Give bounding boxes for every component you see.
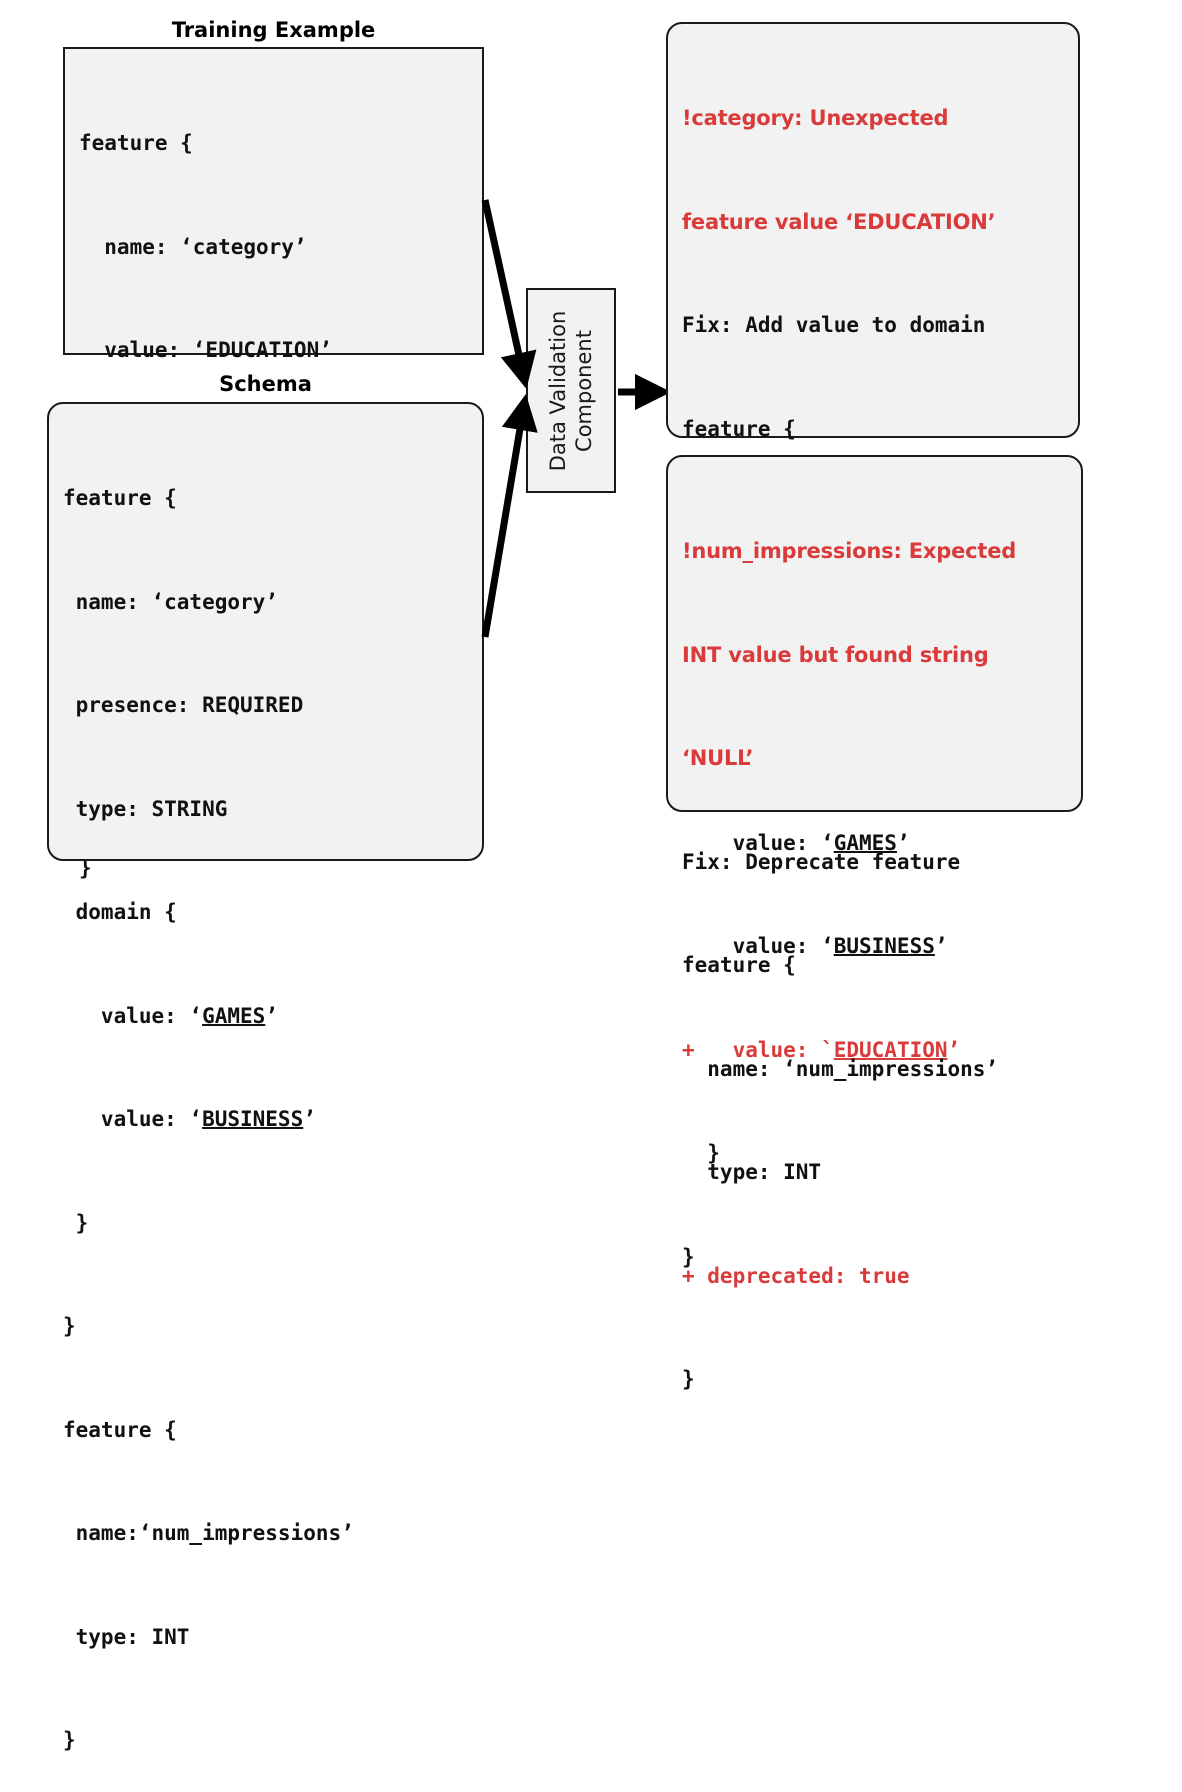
code-line: type: INT [63, 1624, 190, 1649]
code-line-domain-value-games: value: ‘GAMES’ [682, 830, 910, 855]
code-line: } [682, 1367, 695, 1391]
code-line: domain { [63, 900, 177, 924]
code-line-domain-value-games: value: ‘GAMES’ [63, 1003, 278, 1028]
anomaly-alert-line: !category: Unexpected [682, 106, 949, 130]
code-line: value: ‘EDUCATION’ [79, 338, 332, 362]
training-example-box: feature { name: ‘category’ value: ‘EDUCA… [63, 47, 484, 880]
code-line: feature { [63, 1417, 177, 1442]
code-line: name: ‘num_impressions’ [682, 1056, 999, 1081]
code-line: feature { [63, 486, 177, 510]
code-line: } [63, 1728, 76, 1752]
arrow-schema-to-component [481, 393, 538, 638]
code-line: type: INT [682, 1160, 822, 1184]
data-validation-component-label: Data Validation Component [546, 310, 596, 471]
domain-value-games: GAMES [202, 1003, 266, 1028]
page-title-training-example: Training Example [171, 18, 376, 42]
arrow-training-to-component [481, 199, 537, 389]
code-line: name: ‘category’ [79, 234, 307, 259]
schema-box: feature { name: ‘category’ presence: REQ… [47, 402, 484, 1752]
code-line-domain-value-business: value: ‘BUSINESS’ [63, 1107, 316, 1131]
anomaly-box-category: !category: Unexpected feature value ‘EDU… [666, 22, 1080, 1269]
code-line: name: ‘category’ [63, 589, 278, 614]
code-line-added-deprecated: + deprecated: true [682, 1263, 910, 1288]
code-line: } [63, 1314, 76, 1338]
anomaly-fix-line: Fix: Add value to domain [682, 313, 986, 337]
anomaly-alert-line: !num_impressions: Expected [682, 539, 1017, 563]
domain-value-business: BUSINESS [202, 1107, 304, 1131]
code-line: feature { [682, 953, 796, 977]
code-line: } [79, 855, 92, 880]
code-line: presence: REQUIRED [63, 693, 304, 717]
domain-value-games: GAMES [833, 830, 897, 855]
code-line: name:‘num_impressions’ [63, 1521, 354, 1545]
anomaly-box-num-impressions: !num_impressions: Expected INT value but… [666, 455, 1083, 1391]
anomaly-alert-line: INT value but found string [682, 642, 989, 667]
code-line: type: STRING [63, 796, 228, 821]
code-line: feature { [682, 416, 796, 441]
anomaly-alert-line: feature value ‘EDUCATION’ [682, 209, 996, 234]
code-line: } [63, 1210, 89, 1235]
data-validation-component-box: Data Validation Component [526, 288, 616, 493]
anomaly-fix-line: Fix: Deprecate feature [682, 849, 961, 874]
code-line: feature { [79, 131, 193, 155]
anomaly-alert-line: ‘NULL’ [682, 746, 754, 770]
page-title-schema: Schema [219, 372, 312, 396]
